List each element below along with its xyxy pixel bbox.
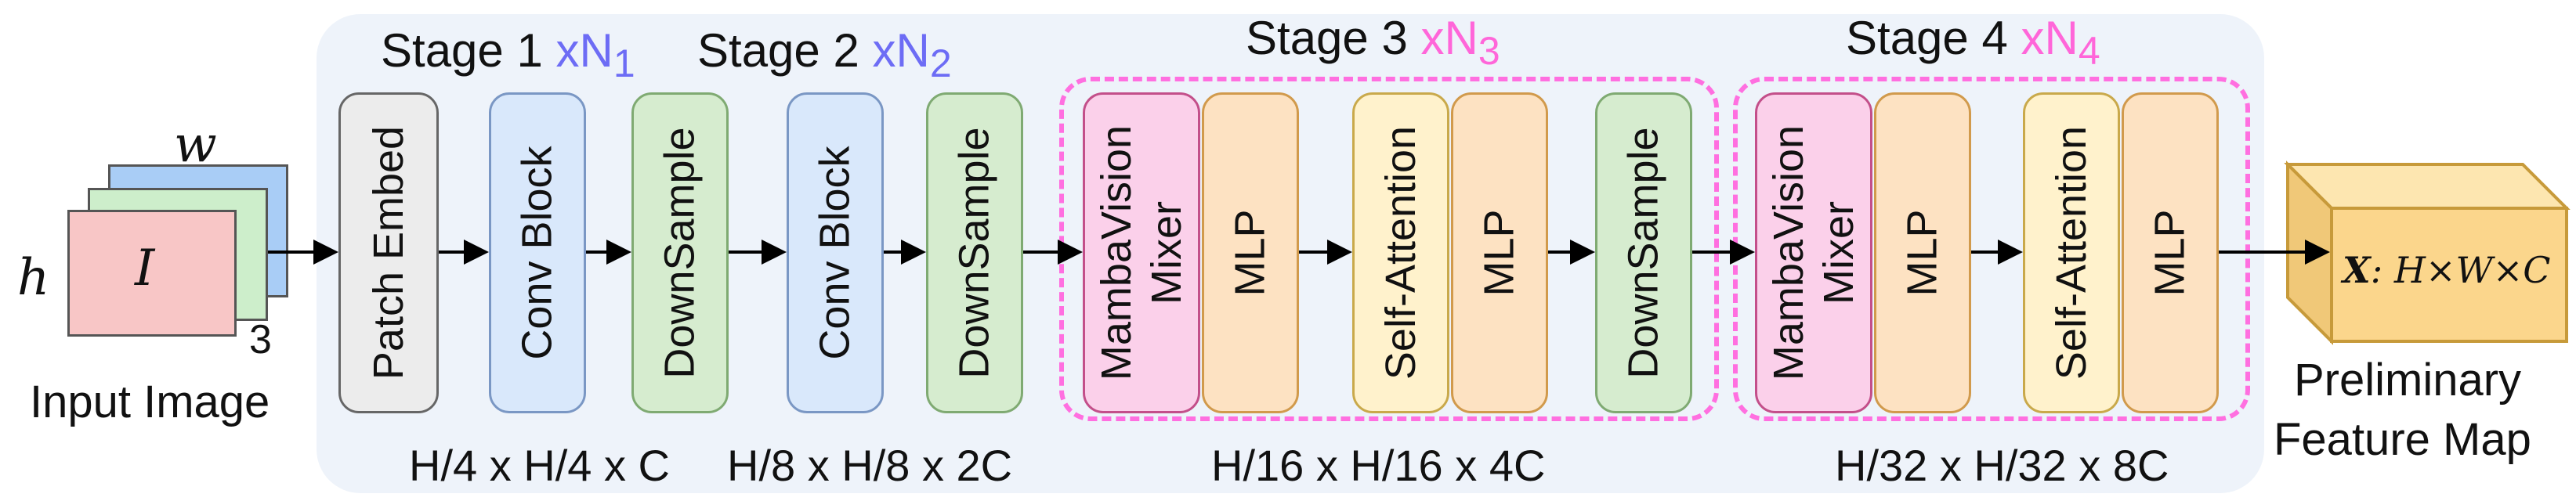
conv-block-stage-1: Conv Block [489, 92, 586, 413]
stage-3-dims: H/16 x H/16 x 4C [1211, 441, 1546, 490]
mlp-stage-4-a: MLP [1874, 92, 1971, 413]
input-height-label: h [17, 249, 50, 307]
input-layer-front [67, 210, 237, 337]
output-formula: X: H×W×C [2343, 249, 2551, 291]
self-attention-stage-3: Self-Attention [1352, 92, 1449, 413]
input-image-caption: Input Image [30, 377, 270, 427]
input-image-symbol: I [135, 240, 155, 297]
stage-2-title: Stage 2 xN2 [697, 24, 952, 85]
input-width-label: w [174, 116, 217, 174]
downsample-stage-1: DownSample [631, 92, 729, 413]
stage-4-dims: H/32 x H/32 x 8C [1835, 441, 2169, 490]
cube-front-face [2330, 207, 2568, 343]
stage-2-dims: H/8 x H/8 x 2C [727, 441, 1013, 490]
mlp-stage-4-b: MLP [2122, 92, 2219, 413]
stage-1-dims: H/4 x H/4 x C [409, 441, 670, 490]
downsample-stage-3: DownSample [1595, 92, 1692, 413]
output-feature-cube [2284, 160, 2571, 345]
downsample-stage-2: DownSample [926, 92, 1023, 413]
stage-3-title: Stage 3 xN3 [1246, 12, 1500, 73]
output-caption-line-2: Feature Map [2274, 414, 2531, 465]
output-caption-line-1: Preliminary [2294, 355, 2522, 405]
stage-4-title: Stage 4 xN4 [1846, 12, 2100, 73]
patch-embed-block: Patch Embed [338, 92, 439, 413]
input-channel-label: 3 [249, 317, 272, 362]
mlp-stage-3-b: MLP [1451, 92, 1548, 413]
self-attention-stage-4: Self-Attention [2023, 92, 2120, 413]
mlp-stage-3-a: MLP [1202, 92, 1299, 413]
stage-1-title: Stage 1 xN1 [381, 24, 635, 85]
conv-block-stage-2: Conv Block [787, 92, 884, 413]
